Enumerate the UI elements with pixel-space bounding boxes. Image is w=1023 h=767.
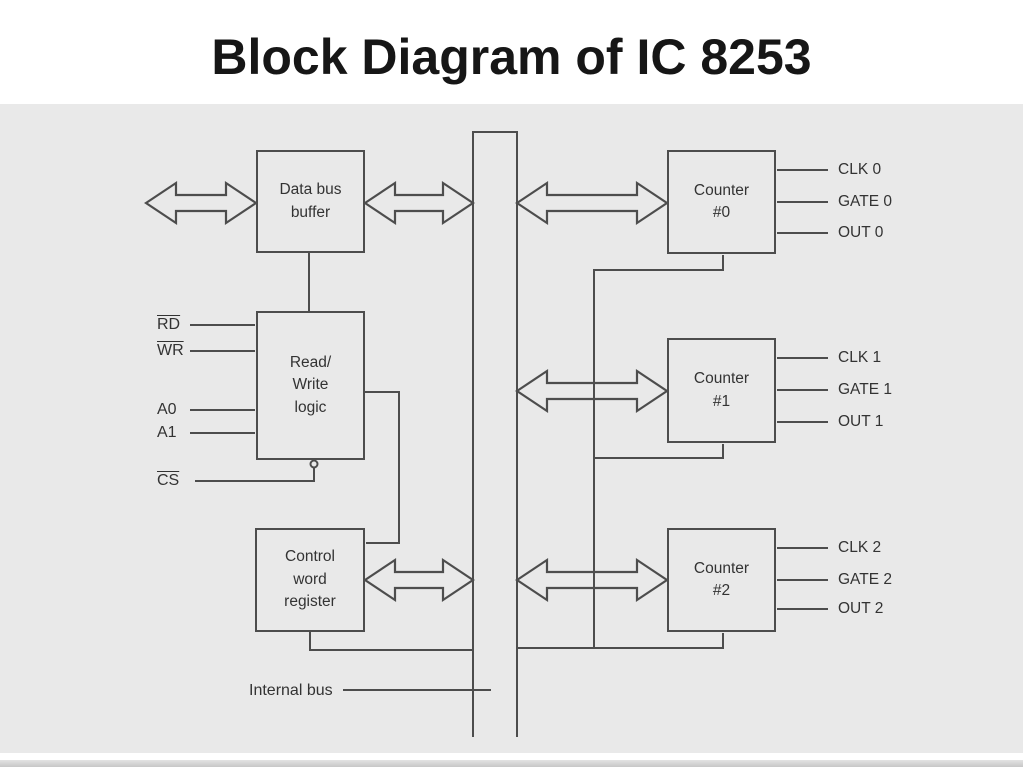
pin-label-rd: RD (157, 316, 181, 333)
page-title: Block Diagram of IC 8253 (211, 29, 812, 85)
signal-label-gate2: GATE 2 (838, 571, 892, 588)
signal-label-clk0: CLK 0 (838, 161, 882, 178)
counter-1-block: Counter #1 (667, 338, 776, 443)
signal-label-out1: OUT 1 (838, 413, 884, 430)
pin-label-wr: WR (157, 342, 184, 359)
control-word-register-block: Control word register (255, 528, 365, 632)
counter-0-block: Counter #0 (667, 150, 776, 254)
signal-label-gate0: GATE 0 (838, 193, 892, 210)
signal-label-out0: OUT 0 (838, 224, 884, 241)
internal-bus-label: Internal bus (249, 682, 333, 699)
pin-label-a1: A1 (157, 424, 177, 441)
pin-label-a0: A0 (157, 401, 177, 418)
data-bus-buffer-block: Data bus buffer (256, 150, 365, 253)
bottom-gray-bar (0, 760, 1023, 767)
pin-label-cs: CS (157, 472, 180, 489)
signal-label-clk1: CLK 1 (838, 349, 882, 366)
counter-2-block: Counter #2 (667, 528, 776, 632)
signal-label-clk2: CLK 2 (838, 539, 882, 556)
signal-label-out2: OUT 2 (838, 600, 884, 617)
signal-label-gate1: GATE 1 (838, 381, 892, 398)
bottom-white-strip (0, 753, 1023, 760)
read-write-logic-block: Read/ Write logic (256, 311, 365, 460)
